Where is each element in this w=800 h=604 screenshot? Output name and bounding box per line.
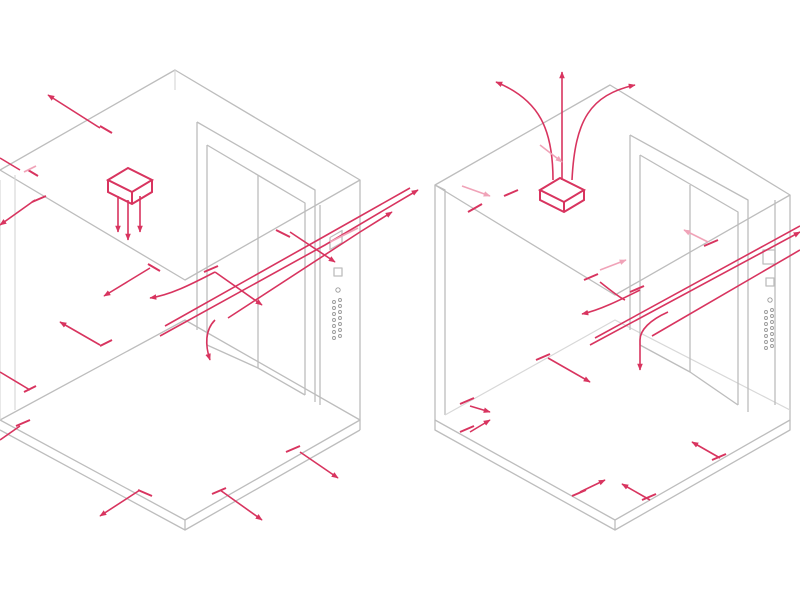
left-wall-vents <box>15 125 301 497</box>
left-elevator-doors <box>196 121 316 402</box>
left-faded-vents <box>23 165 359 243</box>
left-airflow-arrows <box>0 94 419 521</box>
right-call-button-panel <box>762 249 776 350</box>
right-ceiling-vent-unit <box>537 176 587 214</box>
right-cab-walls <box>434 84 791 531</box>
left-ceiling-vent-unit <box>105 166 155 206</box>
right-elevator-cab <box>434 71 800 531</box>
left-call-button-panel <box>329 229 343 340</box>
right-faded-arrows <box>461 144 709 271</box>
right-airflow-arrows <box>469 71 800 501</box>
right-wall-vents <box>459 189 727 501</box>
left-cab-walls <box>0 69 361 531</box>
left-elevator-cab <box>0 69 419 531</box>
right-elevator-doors <box>629 134 749 412</box>
